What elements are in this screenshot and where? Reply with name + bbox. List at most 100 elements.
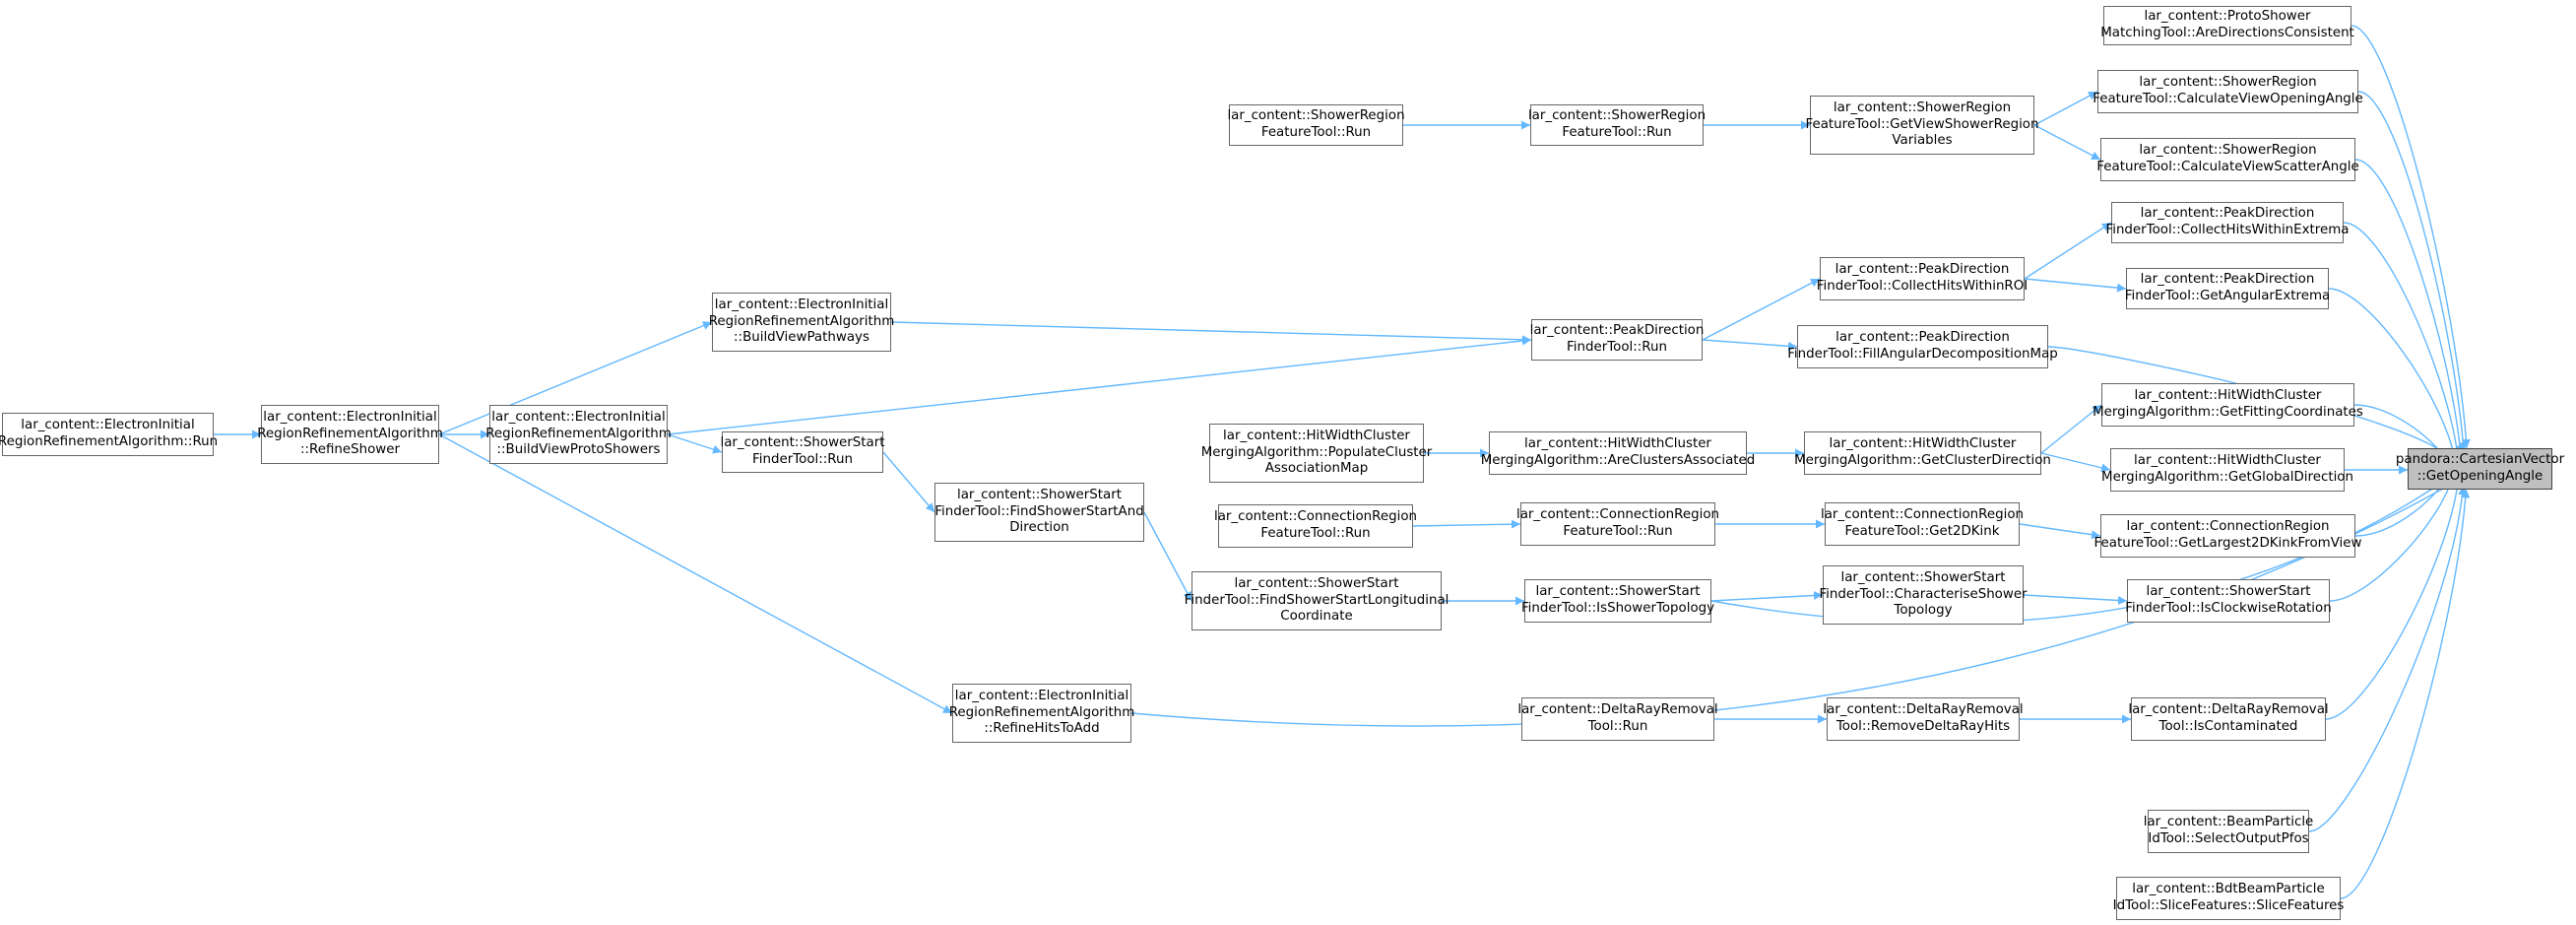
node-label-line: RegionRefinementAlgorithm xyxy=(485,426,672,441)
call-edge xyxy=(1702,339,1798,351)
node-label-line: MatchingTool::AreDirectionsConsistent xyxy=(2100,26,2354,40)
node-connection-region-run[interactable]: lar_content::ConnectionRegion FeatureToo… xyxy=(1214,504,1417,548)
node-shower-start-find-shower-start-and-direction[interactable]: lar_content::ShowerStart FinderTool::Fin… xyxy=(934,483,1144,542)
node-shower-region-run[interactable]: lar_content::ShowerRegion FeatureTool::R… xyxy=(1527,104,1707,146)
node-label-line: lar_content::ShowerRegion xyxy=(1227,108,1405,124)
node-label-line: FinderTool::IsShowerTopology xyxy=(1520,601,1715,616)
node-label-line: FeatureTool::Run xyxy=(1563,524,1673,539)
node-label-line: MergingAlgorithm::PopulateCluster xyxy=(1200,444,1433,460)
node-label-line: ::BuildViewProtoShowers xyxy=(496,442,661,458)
node-label-line: FeatureTool::Run xyxy=(1260,125,1372,140)
node-label-line: lar_content::DeltaRayRemoval xyxy=(2128,702,2329,718)
node-label-line: RegionRefinementAlgorithm xyxy=(257,426,443,441)
node-label-line: lar_content::ConnectionRegion xyxy=(1820,507,2025,523)
node-hit-width-get-global-direction[interactable]: lar_content::HitWidthCluster MergingAlgo… xyxy=(2101,448,2353,492)
node-peak-direction-fill-angular-decomposition-map[interactable]: lar_content::PeakDirection FinderTool::F… xyxy=(1787,325,2058,368)
node-label-line: FeatureTool::Run xyxy=(1562,125,1672,140)
call-edge xyxy=(2023,594,2128,605)
node-label-line: lar_content::PeakDirection xyxy=(2140,272,2315,288)
node-hit-width-are-clusters-associated[interactable]: lar_content::HitWidthCluster MergingAlgo… xyxy=(1481,431,1755,475)
node-hit-width-get-cluster-direction[interactable]: lar_content::HitWidthCluster MergingAlgo… xyxy=(1794,431,2051,475)
node-label-line: FeatureTool::GetViewShowerRegion xyxy=(1805,116,2039,132)
node-label-line: AssociationMap xyxy=(1264,461,1369,477)
node-label-line: Variables xyxy=(1892,133,1953,149)
node-label-line: lar_content::ShowerStart xyxy=(720,435,885,451)
node-label-line: RegionRefinementAlgorithm::Run xyxy=(0,434,219,449)
node-label-line: Tool::IsContaminated xyxy=(2158,719,2298,734)
node-label-line: lar_content::ShowerStart xyxy=(1535,584,1701,600)
node-shower-region-calculate-view-scatter-angle[interactable]: lar_content::ShowerRegion FeatureTool::C… xyxy=(2096,138,2359,181)
node-label-line: FinderTool::FindShowerStartLongitudinal xyxy=(1184,592,1449,608)
node-label-line: FinderTool::GetAngularExtrema xyxy=(2124,289,2331,303)
node-label-line: lar_content::ShowerRegion xyxy=(2139,143,2317,159)
node-delta-ray-removal-remove-delta-ray-hits[interactable]: lar_content::DeltaRayRemoval Tool::Remov… xyxy=(1823,697,2024,741)
node-hit-width-populate-cluster-association-map[interactable]: lar_content::HitWidthCluster MergingAlgo… xyxy=(1201,424,1432,483)
call-edge xyxy=(2357,91,2468,452)
node-label-line: FinderTool::CollectHitsWithinROI xyxy=(1816,279,2029,294)
node-electron-initial-run[interactable]: lar_content::ElectronInitial RegionRefin… xyxy=(0,413,218,456)
node-shower-region-get-view-shower-region-variables[interactable]: lar_content::ShowerRegion FeatureTool::G… xyxy=(1806,96,2039,155)
node-bdt-beam-particle-slice-features[interactable]: lar_content::BdtBeamParticle IdTool::Sli… xyxy=(2113,877,2344,920)
node-label-line: FinderTool::CollectHitsWithinExtrema xyxy=(2105,223,2350,237)
node-peak-direction-collect-hits-within-roi[interactable]: lar_content::PeakDirection FinderTool::C… xyxy=(1816,257,2029,300)
node-label-line: lar_content::DeltaRayRemoval xyxy=(1517,702,1718,718)
node-electron-initial-build-view-proto-showers[interactable]: lar_content::ElectronInitial RegionRefin… xyxy=(485,405,672,464)
node-label-line: lar_content::ShowerStart xyxy=(1840,570,2006,586)
node-label-line: lar_content::ElectronInitial xyxy=(21,418,195,433)
node-label-line: lar_content::ShowerRegion xyxy=(1527,108,1707,124)
call-edge xyxy=(2040,452,2111,473)
node-label-line: Direction xyxy=(1009,520,1069,536)
node-shower-start-is-shower-topology[interactable]: lar_content::ShowerStart FinderTool::IsS… xyxy=(1520,579,1715,623)
node-connection-region-get-largest-2d-kink-from-view[interactable]: lar_content::ConnectionRegion FeatureToo… xyxy=(2094,514,2361,558)
node-electron-initial-refine-shower[interactable]: lar_content::ElectronInitial RegionRefin… xyxy=(257,405,443,464)
call-edge xyxy=(1702,278,1821,341)
node-label-line: lar_content::PeakDirection xyxy=(1835,262,2010,278)
node-label-line: pandora::CartesianVector xyxy=(2395,452,2565,468)
node-label-line: Coordinate xyxy=(1280,609,1353,625)
node-peak-direction-collect-hits-within-extrema[interactable]: lar_content::PeakDirection FinderTool::C… xyxy=(2106,202,2350,243)
node-label-line: lar_content::PeakDirection xyxy=(1529,323,1705,339)
node-shower-start-run[interactable]: lar_content::ShowerStart FinderTool::Run xyxy=(720,431,885,473)
call-edge xyxy=(2329,475,2456,602)
node-label-line: ::GetOpeningAngle xyxy=(2416,469,2544,484)
node-protoshower-are-directions-consistent[interactable]: lar_content::ProtoShower MatchingTool::A… xyxy=(2100,6,2354,45)
node-label-line: FeatureTool::Run xyxy=(1260,526,1371,541)
node-label-line: MergingAlgorithm::GetGlobalDirection xyxy=(2101,470,2353,485)
node-label-line: FeatureTool::GetLargest2DKinkFromView xyxy=(2093,536,2362,551)
node-peak-direction-run[interactable]: lar_content::PeakDirection FinderTool::R… xyxy=(1529,319,1705,361)
node-shower-region-calculate-view-opening-angle[interactable]: lar_content::ShowerRegion FeatureTool::C… xyxy=(2093,70,2363,113)
node-peak-direction-get-angular-extrema[interactable]: lar_content::PeakDirection FinderTool::G… xyxy=(2124,268,2331,309)
node-electron-initial-refine-hits-to-add[interactable]: lar_content::ElectronInitial RegionRefin… xyxy=(949,684,1134,743)
node-shower-region-run[interactable]: lar_content::ShowerRegion FeatureTool::R… xyxy=(1227,104,1405,146)
node-label-line: lar_content::ShowerStart xyxy=(2146,584,2311,600)
node-beam-particle-select-output-pfos[interactable]: lar_content::BeamParticle IdTool::Select… xyxy=(2144,810,2313,853)
node-label-line: lar_content::ElectronInitial xyxy=(954,689,1129,704)
node-label-line: lar_content::ElectronInitial xyxy=(263,410,437,426)
node-label-line: FinderTool::IsClockwiseRotation xyxy=(2125,601,2332,616)
node-label-line: ::BuildViewPathways xyxy=(734,330,869,346)
node-label-line: lar_content::DeltaRayRemoval xyxy=(1823,702,2024,718)
call-edge xyxy=(1143,511,1192,602)
node-shower-start-is-clockwise-rotation[interactable]: lar_content::ShowerStart FinderTool::IsC… xyxy=(2125,579,2332,623)
node-label-line: ::RefineShower xyxy=(300,442,400,458)
node-label-line: MergingAlgorithm::GetFittingCoordinates xyxy=(2093,405,2363,420)
call-edge xyxy=(2033,91,2098,126)
call-edge xyxy=(438,433,953,714)
node-shower-start-characterise-shower-topology[interactable]: lar_content::ShowerStart FinderTool::Cha… xyxy=(1819,565,2028,625)
node-electron-initial-build-view-pathways[interactable]: lar_content::ElectronInitial RegionRefin… xyxy=(709,293,894,352)
call-edge xyxy=(2024,222,2112,280)
node-delta-ray-removal-is-contaminated[interactable]: lar_content::DeltaRayRemoval Tool::IsCon… xyxy=(2128,697,2329,741)
node-label-line: lar_content::HitWidthCluster xyxy=(1829,436,2017,452)
node-delta-ray-removal-run[interactable]: lar_content::DeltaRayRemoval Tool::Run xyxy=(1517,697,1718,741)
node-label-line: FinderTool::FillAngularDecompositionMap xyxy=(1787,347,2058,362)
node-shower-start-find-shower-start-longitudinal-coordinate[interactable]: lar_content::ShowerStart FinderTool::Fin… xyxy=(1185,571,1449,630)
node-label-line: IdTool::SelectOutputPfos xyxy=(2148,831,2309,846)
node-connection-region-run[interactable]: lar_content::ConnectionRegion FeatureToo… xyxy=(1516,502,1719,546)
node-label-line: lar_content::ProtoShower xyxy=(2144,9,2311,25)
node-hit-width-get-fitting-coordinates[interactable]: lar_content::HitWidthCluster MergingAlgo… xyxy=(2093,383,2363,427)
node-connection-region-get-2d-kink[interactable]: lar_content::ConnectionRegion FeatureToo… xyxy=(1821,502,2024,546)
node-label-line: ::RefineHitsToAdd xyxy=(984,721,1100,737)
node-label-line: FeatureTool::CalculateViewOpeningAngle xyxy=(2093,92,2363,106)
call-edge xyxy=(2351,25,2471,449)
node-label-line: lar_content::ShowerStart xyxy=(956,488,1122,503)
